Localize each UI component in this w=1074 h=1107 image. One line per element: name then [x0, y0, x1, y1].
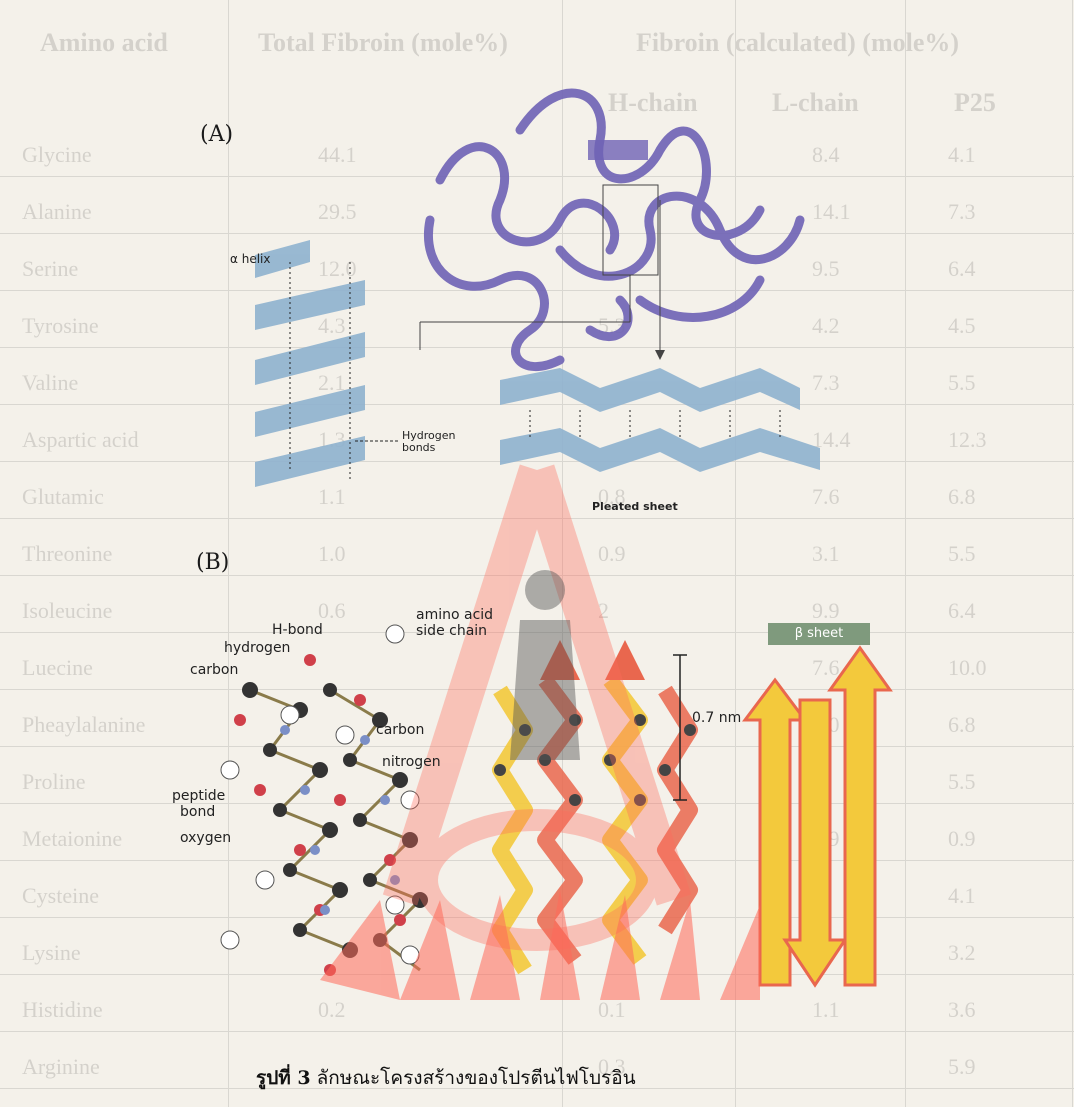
ball-and-stick-model — [221, 625, 428, 976]
pleated-sheet-graphic — [500, 368, 820, 472]
panel-b-label: (B) — [196, 550, 229, 575]
oxygen-label: oxygen — [180, 830, 231, 846]
beta-sheet-arrows — [745, 648, 890, 985]
amino-acid-label: amino acid — [416, 607, 493, 623]
side-chain-label: side chain — [416, 623, 487, 639]
alpha-helix-label: α helix — [230, 252, 270, 266]
hydrogen-bonds-label: Hydrogen bonds — [402, 430, 456, 454]
figure-caption: รูปที่ 3 ลักษณะโครงสร้างของโปรตีนไฟโบรอิ… — [256, 1063, 636, 1093]
h-bond-label: H-bond — [272, 622, 323, 638]
hydrogen-label: hydrogen — [224, 640, 290, 656]
ribbon-box — [588, 140, 648, 160]
carbon-right-label: carbon — [376, 722, 424, 738]
caption-text: ลักษณะโครงสร้างของโปรตีนไฟโบรอิน — [311, 1067, 636, 1089]
bond-label: bond — [180, 804, 215, 820]
alpha-helix-graphic — [255, 240, 365, 487]
carbon-left-label: carbon — [190, 662, 238, 678]
peptide-label: peptide — [172, 788, 225, 804]
distance-label: 0.7 nm — [692, 710, 741, 726]
protein-ribbon — [428, 93, 800, 367]
nitrogen-label: nitrogen — [382, 754, 441, 770]
beta-sheet-label: β sheet — [768, 623, 870, 645]
pleated-sheet-label: Pleated sheet — [592, 500, 678, 513]
panel-a-label: (A) — [200, 122, 233, 147]
caption-prefix: รูปที่ 3 — [256, 1067, 311, 1089]
